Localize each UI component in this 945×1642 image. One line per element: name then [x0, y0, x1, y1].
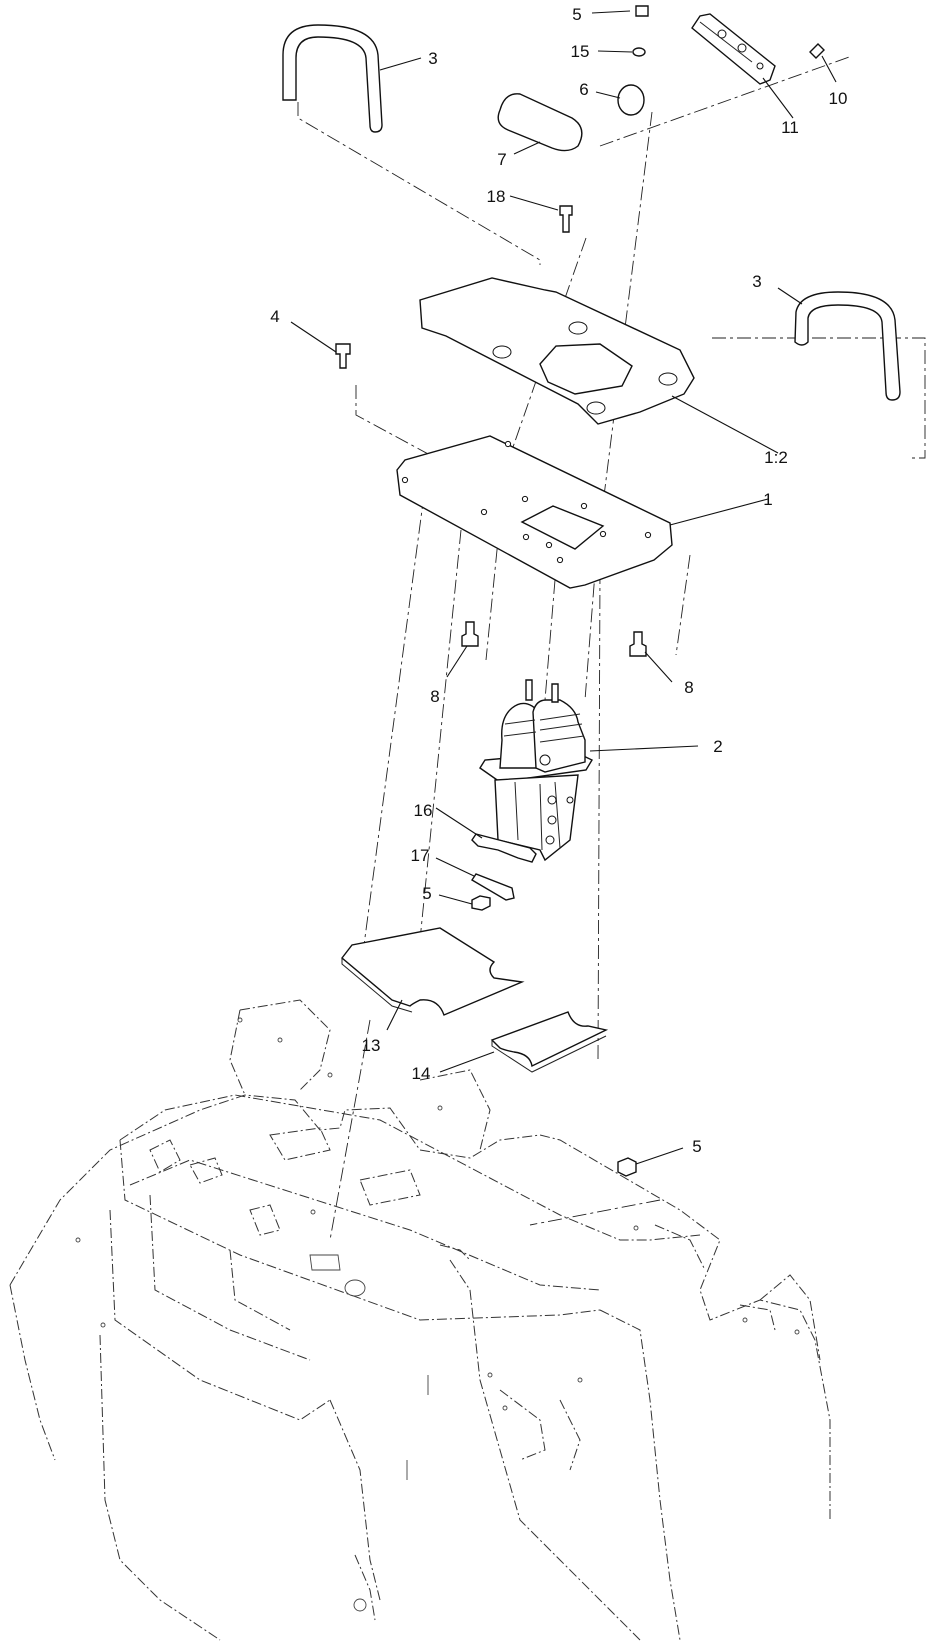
nut-5-right	[617, 1157, 637, 1177]
callout-13: 13	[362, 1036, 381, 1055]
callout-6: 6	[579, 80, 588, 99]
knob-stack	[617, 5, 649, 116]
control-cover-part	[691, 13, 776, 85]
callout-3-right: 3	[752, 272, 761, 291]
plate-17	[471, 873, 515, 901]
callout-8-left: 8	[430, 687, 439, 706]
panel-14	[490, 1011, 609, 1073]
callout-2: 2	[713, 737, 722, 756]
grip-bar-left	[282, 24, 383, 133]
callout-17: 17	[411, 846, 430, 865]
callout-7: 7	[497, 150, 506, 169]
assembly-centerlines	[297, 55, 926, 1241]
callout-5-right: 5	[692, 1137, 701, 1156]
callout-leader-lines	[290, 10, 837, 1165]
machine-frame-phantom	[9, 999, 831, 1641]
bracket-16	[471, 833, 537, 863]
screw-18	[559, 205, 573, 233]
callout-11: 11	[781, 118, 799, 137]
grip-bar-right	[794, 291, 901, 401]
callout-1-2: 1:2	[764, 448, 788, 467]
screw-10	[809, 43, 825, 59]
mount-plate-1	[396, 435, 673, 589]
hand-grip-7	[497, 93, 583, 152]
callout-10: 10	[829, 89, 848, 108]
bolt-4	[335, 343, 351, 369]
callout-5-top: 5	[572, 5, 581, 24]
callout-18: 18	[487, 187, 506, 206]
callout-16: 16	[414, 801, 433, 820]
callout-1: 1	[763, 490, 772, 509]
callout-labels: 5 15 6 7 3 11 10 18 3 4 1:2 1 8 8 2 16 1…	[270, 5, 847, 1156]
gasket-plate-1-2	[419, 277, 695, 425]
panel-13	[341, 927, 525, 1016]
callout-8-right: 8	[684, 678, 693, 697]
bolt-8-left	[461, 621, 479, 647]
nut-5-mid	[471, 895, 491, 911]
callout-5-mid: 5	[422, 884, 431, 903]
joystick-valve-2	[479, 679, 593, 862]
callout-4: 4	[270, 307, 279, 326]
callout-3-left: 3	[428, 49, 437, 68]
callout-15: 15	[571, 42, 590, 61]
bolt-8-right	[629, 631, 647, 657]
callout-14: 14	[412, 1064, 431, 1083]
